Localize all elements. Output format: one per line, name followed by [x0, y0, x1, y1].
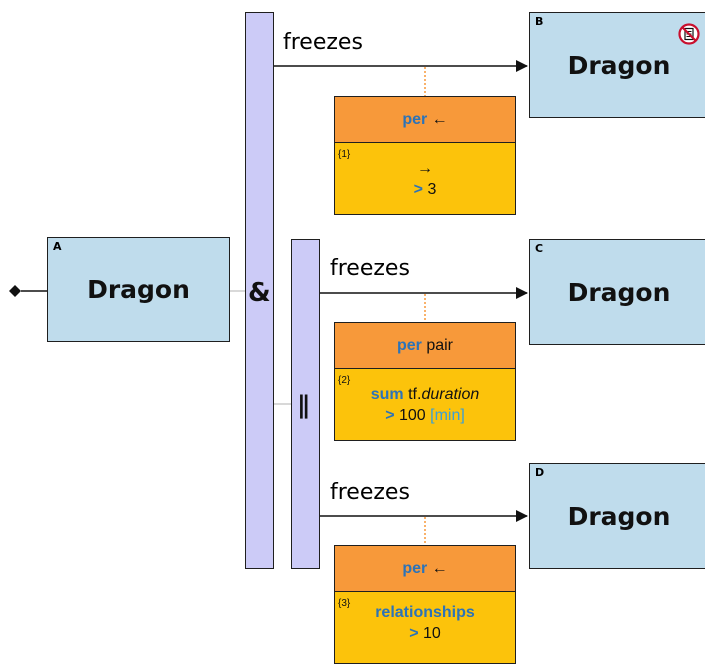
or-bar[interactable] [291, 239, 320, 569]
node-a[interactable]: A Dragon [47, 237, 230, 342]
edge-label-1: freezes [283, 30, 363, 55]
condition-3-threshold: > 10 [409, 625, 441, 642]
node-b[interactable]: B Dragon [529, 12, 705, 118]
condition-2-body: {2} sum tf.duration > 100 [min] [335, 369, 515, 440]
condition-3-per-arg: ← [431, 559, 448, 577]
condition-3[interactable]: per ← {3} relationships > 10 [334, 545, 516, 664]
condition-2-header: per pair [335, 323, 515, 369]
and-bar[interactable] [245, 12, 274, 569]
condition-2-number: {2} [338, 375, 351, 386]
entry-diamond [9, 285, 21, 297]
condition-1-threshold: > 3 [413, 180, 437, 198]
prohibited-document-icon [678, 23, 700, 45]
condition-1-body: {1} → > 3 [335, 143, 515, 214]
edge-label-3: freezes [330, 480, 410, 505]
condition-1-number: {1} [338, 149, 351, 160]
node-d-label: Dragon [567, 501, 671, 531]
condition-2-threshold: > 100 [min] [385, 406, 465, 424]
condition-3-per-keyword: per [402, 559, 428, 577]
condition-1-per-arg: ← [431, 110, 448, 128]
condition-3-body: {3} relationships > 10 [335, 592, 515, 663]
condition-3-aggregate: relationships [375, 604, 475, 621]
condition-1-line1: → [417, 159, 433, 177]
condition-2[interactable]: per pair {2} sum tf.duration > 100 [min] [334, 322, 516, 441]
node-d-letter: D [535, 466, 545, 479]
condition-2-per-arg: pair [426, 336, 454, 354]
node-d[interactable]: D Dragon [529, 463, 705, 569]
and-operator: & [248, 278, 271, 308]
node-c[interactable]: C Dragon [529, 239, 705, 345]
node-b-label: Dragon [567, 50, 671, 80]
condition-3-header: per ← [335, 546, 515, 592]
node-c-letter: C [535, 242, 544, 255]
or-operator: || [297, 391, 310, 419]
condition-1[interactable]: per ← {1} → > 3 [334, 96, 516, 215]
condition-3-number: {3} [338, 598, 351, 609]
condition-2-per-keyword: per [396, 336, 422, 354]
condition-1-per-keyword: per [402, 110, 428, 128]
node-a-label: Dragon [87, 275, 190, 304]
node-b-letter: B [535, 15, 544, 28]
node-c-label: Dragon [567, 277, 671, 307]
node-a-letter: A [53, 240, 62, 253]
edge-label-2: freezes [330, 256, 410, 281]
condition-1-header: per ← [335, 97, 515, 143]
condition-2-aggregate: sum tf.duration [370, 385, 480, 403]
